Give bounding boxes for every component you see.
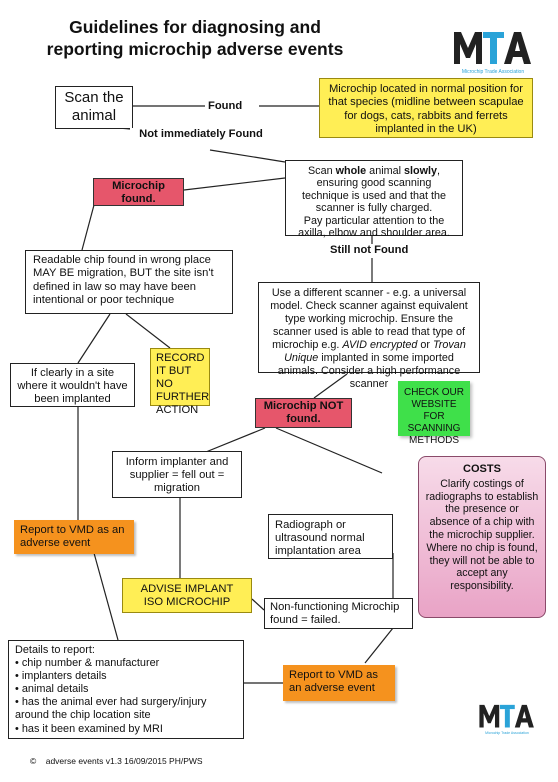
details-box: Details to report: chip number & manufac… — [8, 640, 244, 739]
scan-whole-bold-2: slowly — [404, 165, 438, 177]
different-scanner-italic-1: AVID encrypted — [342, 339, 418, 351]
mta-logo-subtext: Microchip Trade Association — [462, 69, 524, 75]
report-vmd-box-1: Report to VMD as an adverse event — [14, 520, 134, 554]
advise-implant-box: ADVISE IMPLANT ISO MICROCHIP — [122, 578, 252, 613]
scan-whole-bold-1: whole — [335, 165, 367, 177]
costs-heading: COSTS — [463, 463, 501, 475]
scan-whole-text-3: , ensuring good scanning technique is us… — [301, 165, 447, 215]
mta-logo-small: Microchip Trade Association — [479, 704, 534, 735]
footer: © adverse events v1.3 16/09/2015 PH/PWS — [30, 756, 203, 766]
scan-whole-text-1: Scan — [307, 165, 336, 177]
different-scanner-box: Use a different scanner - e.g. a univers… — [258, 282, 480, 390]
radiograph-box: Radiograph or ultrasound normal implanta… — [268, 514, 393, 559]
details-item: has the animal ever had surgery/injury a… — [15, 696, 237, 722]
title-line-1: Guidelines for diagnosing and — [69, 17, 321, 37]
details-item: animal details — [15, 683, 237, 696]
different-scanner-italic-2: Trovan Unique — [284, 339, 466, 364]
found-label: Found — [205, 100, 246, 114]
copyright-symbol: © — [30, 756, 37, 766]
microchip-found-box: Microchip found. — [93, 178, 184, 206]
different-scanner-text-3: implanted in some imported animals. Cons… — [277, 352, 461, 390]
different-scanner-text-1: Use a different scanner - e.g. a univers… — [270, 287, 468, 351]
mta-logo-small-subtext: Microchip Trade Association — [485, 731, 529, 735]
report-vmd-box-2: Report to VMD as an adverse event — [283, 665, 395, 701]
record-it-box: RECORD IT BUT NO FURTHER ACTION — [150, 348, 210, 416]
details-item: implanters details — [15, 670, 237, 683]
different-scanner-text-2: or — [417, 339, 434, 351]
details-list: chip number & manufacturer implanters de… — [15, 657, 237, 736]
microchip-not-found-box: Microchip NOT found. — [255, 398, 352, 428]
scan-whole-text-4: Pay particular attention to the axilla, … — [298, 214, 450, 240]
costs-body: Clarify costings of radiographs to estab… — [425, 477, 539, 593]
normal-position-box: Microchip located in normal position for… — [319, 78, 533, 138]
details-item: has it been examined by MRI — [15, 723, 237, 736]
scan-animal-box: Scan the animal — [55, 86, 133, 129]
title-line-2: reporting microchip adverse events — [46, 39, 344, 59]
still-not-found-label: Still not Found — [327, 244, 412, 258]
mta-logo: Microchip Trade Association — [452, 28, 534, 76]
readable-chip-box: Readable chip found in wrong place MAY B… — [25, 250, 233, 314]
clearly-in-site-box: If clearly in a site where it wouldn't h… — [10, 363, 135, 407]
footer-text: adverse events v1.3 16/09/2015 PH/PWS — [45, 756, 203, 766]
scan-whole-box: Scan whole animal slowly, ensuring good … — [285, 160, 463, 239]
page-title: Guidelines for diagnosing and reporting … — [30, 16, 360, 60]
costs-box: COSTS Clarify costings of radiographs to… — [418, 456, 546, 618]
scan-whole-text-2: animal — [366, 165, 404, 177]
details-heading: Details to report: — [15, 644, 95, 656]
check-website-box[interactable]: CHECK OUR WEBSITE FOR SCANNING METHODS — [398, 381, 470, 446]
inform-implanter-box: Inform implanter and supplier = fell out… — [112, 451, 242, 498]
not-immediately-found-label: Not immediately Found — [130, 128, 272, 142]
non-functioning-box: Non-functioning Microchip found = failed… — [264, 598, 413, 629]
details-item: chip number & manufacturer — [15, 657, 237, 670]
